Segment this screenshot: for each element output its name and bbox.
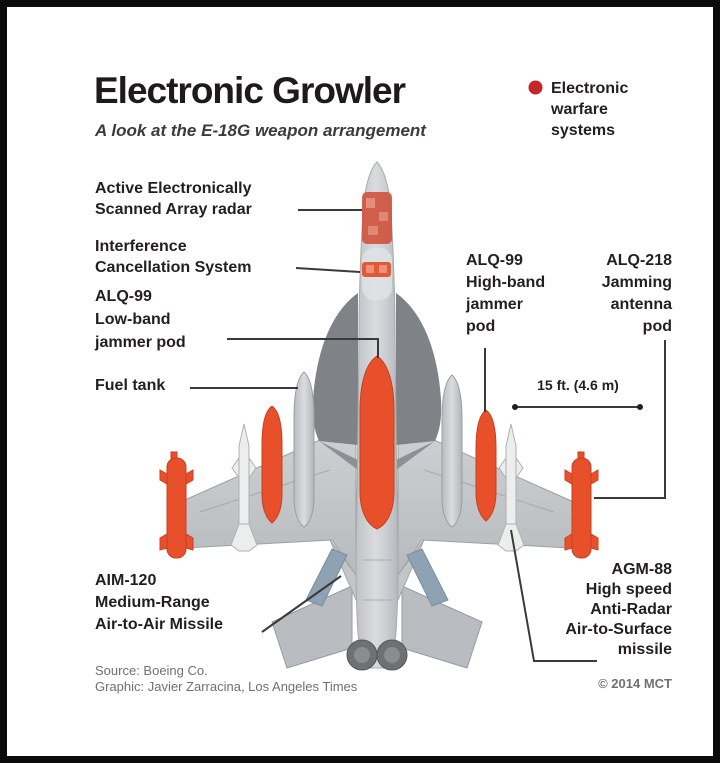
alq218-wingtip-pod-right bbox=[564, 451, 599, 559]
alq99-low-band-jammer-pod bbox=[359, 355, 395, 530]
legend-label: Electronic warfare systems bbox=[551, 80, 629, 139]
page-subtitle: A look at the E-18G weapon arrangement bbox=[95, 121, 426, 140]
copyright: © 2014 MCT bbox=[598, 676, 672, 691]
nose-highlights bbox=[362, 192, 392, 277]
callout-alq99-high-band: ALQ-99 High-band jammer pod bbox=[466, 252, 546, 335]
leader-alq218 bbox=[594, 340, 666, 499]
leader-aim120 bbox=[261, 575, 342, 633]
leading-edge-extensions bbox=[312, 293, 442, 470]
callout-agm88-missile: AGM-88 High speed Anti-Radar Air-to-Surf… bbox=[565, 561, 672, 658]
callout-alq218-antenna-pod: ALQ-218 Jamming antenna pod bbox=[601, 252, 672, 335]
leader-alq99-low bbox=[227, 338, 379, 358]
alq218-wingtip-pod-left bbox=[159, 451, 194, 559]
fuel-tank-left bbox=[293, 371, 315, 528]
horizontal-stabilizers bbox=[271, 585, 483, 669]
callout-fuel-tank: Fuel tank bbox=[95, 377, 166, 394]
missiles bbox=[230, 423, 525, 552]
agm88-missile-right bbox=[497, 423, 525, 552]
callout-aim120-missile: AIM-120 Medium-Range Air-to-Air Missile bbox=[95, 572, 224, 633]
leader-ics bbox=[295, 267, 361, 273]
aim120-missile-left bbox=[230, 423, 258, 552]
page-title: Electronic Growler bbox=[94, 70, 406, 111]
ew-pods bbox=[159, 355, 599, 559]
callout-alq99-low-band: ALQ-99 Low-band jammer pod bbox=[95, 288, 186, 351]
vertical-tails bbox=[305, 548, 449, 607]
scale-label: 15 ft. (4.6 m) bbox=[537, 377, 619, 393]
callout-interference-cancellation: Interference Cancellation System bbox=[95, 238, 252, 276]
engine-nozzles bbox=[346, 639, 408, 671]
legend: Electronic warfare systems bbox=[528, 78, 628, 141]
leader-lines bbox=[190, 209, 666, 662]
callout-aesa-radar: Active Electronically Scanned Array rada… bbox=[95, 180, 252, 218]
alq99-high-band-jammer-pod bbox=[475, 409, 497, 522]
fuel-tank-right bbox=[441, 374, 463, 528]
ew-legend-dot-icon bbox=[528, 80, 543, 95]
scale-bar bbox=[512, 404, 643, 410]
credit-line: Graphic: Javier Zarracina, Los Angeles T… bbox=[95, 679, 358, 694]
leader-agm88 bbox=[510, 529, 597, 662]
source-line: Source: Boeing Co. bbox=[95, 663, 208, 678]
source-credit: Source: Boeing Co. Graphic: Javier Zarra… bbox=[95, 663, 357, 695]
alq99-jammer-pod-left bbox=[261, 405, 283, 524]
fuel-tanks bbox=[293, 371, 463, 528]
